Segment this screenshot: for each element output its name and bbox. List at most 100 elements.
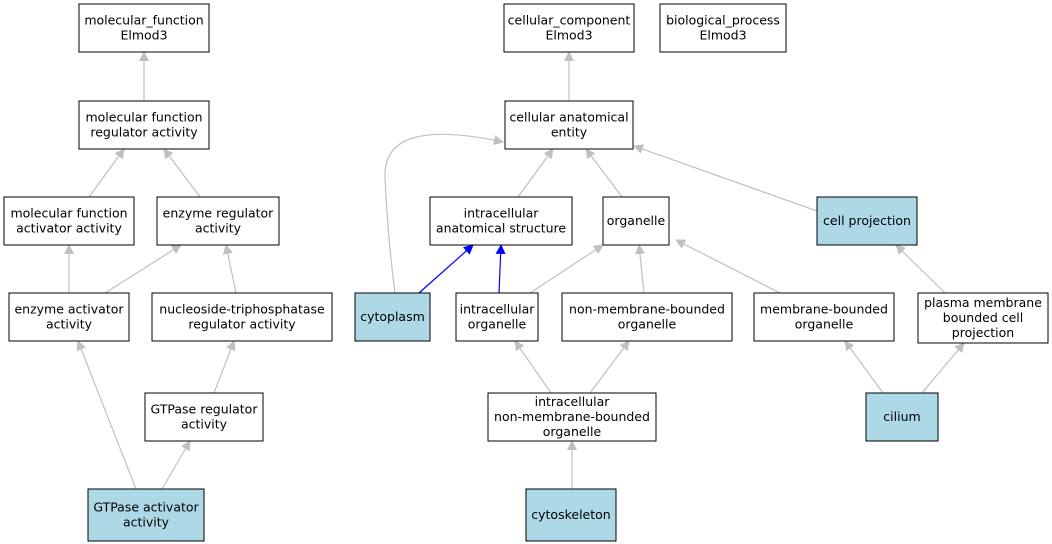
node-label-line: intracellular — [535, 394, 611, 409]
node-box — [429, 196, 573, 246]
node-label-line: nucleoside-triphosphatase — [159, 302, 325, 317]
edge-gtpase_reg-to-ntp_regulator — [213, 340, 236, 394]
node-label-line: Elmod3 — [545, 28, 592, 43]
edge-intra_nonmem-to-nonmem_org — [589, 340, 630, 394]
node-cytoplasm[interactable]: cytoplasm — [354, 292, 431, 342]
node-label-line: organelle — [795, 317, 854, 332]
node-label-line: non-membrane-bounded — [569, 302, 725, 317]
node-box — [504, 100, 634, 150]
node-label-line: activity — [181, 417, 228, 432]
node-label-line: GTPase regulator — [151, 402, 259, 417]
node-label-line: molecular function — [85, 110, 202, 125]
node-label-line: organelle — [543, 424, 602, 439]
node-box — [917, 292, 1049, 344]
node-label-line: intracellular — [464, 206, 540, 221]
node-label-line: molecular function — [10, 206, 127, 221]
node-box — [753, 292, 895, 342]
edge-intra_nonmem-to-intra_org — [514, 340, 552, 394]
edge-pm_proj-to-cell_proj — [895, 244, 946, 294]
node-label-line: cellular_component — [508, 13, 631, 28]
edge-cell_proj-to-cell_anat — [633, 144, 818, 212]
node-label-line: enzyme activator — [14, 302, 124, 317]
node-box — [487, 392, 657, 442]
node-label-line: projection — [952, 325, 1014, 340]
node-label-line: activity — [195, 221, 242, 236]
node-box — [503, 3, 635, 53]
edge-cilium-to-mem_org — [844, 340, 884, 394]
node-label-line: GTPase activator — [93, 500, 199, 515]
node-box — [78, 3, 210, 53]
edge-line — [495, 244, 506, 294]
node-label-line: entity — [551, 125, 588, 140]
edge-line — [222, 244, 237, 294]
edge-enz_regulator-to-mf_regulator — [163, 148, 201, 198]
edge-cytoplasm-to-cell_anat — [384, 133, 504, 294]
node-box — [455, 292, 539, 342]
node-intra-nonmem[interactable]: intracellularnon-membrane-boundedorganel… — [487, 392, 657, 442]
node-box — [602, 196, 670, 246]
node-cytoskeleton[interactable]: cytoskeleton — [525, 488, 617, 542]
node-label-line: cellular anatomical — [509, 110, 628, 125]
edge-line — [517, 148, 554, 198]
edge-line — [633, 144, 818, 212]
node-label-line: biological_process — [666, 13, 780, 28]
edge-ntp_regulator-to-enz_regulator — [222, 244, 237, 294]
node-box — [78, 100, 210, 150]
node-label-line: organelle — [618, 317, 677, 332]
edge-organelle-to-cell_anat — [585, 148, 623, 198]
node-cell-proj[interactable]: cell projection — [816, 196, 918, 246]
node-label-line: regulator activity — [188, 317, 296, 332]
node-label-line: non-membrane-bounded — [494, 409, 650, 424]
edge-gtpase_act-to-gtpase_reg — [161, 440, 191, 490]
node-box — [865, 392, 939, 442]
node-label-line: bounded cell — [943, 310, 1023, 325]
edge-mem_org-to-organelle — [675, 239, 781, 294]
edge-line — [634, 244, 645, 294]
edge-cilium-to-pm_proj — [921, 342, 965, 394]
node-label-line: anatomical structure — [436, 221, 566, 236]
edge-intra_anat-to-cell_anat — [517, 148, 554, 198]
edge-line — [88, 148, 125, 198]
edge-line — [921, 342, 965, 394]
edge-line — [585, 148, 623, 198]
edge-line — [844, 340, 884, 394]
node-label-line: organelle — [607, 213, 666, 228]
edge-intra_org-to-organelle — [529, 244, 604, 294]
edge-line — [514, 340, 552, 394]
node-label-line: cell projection — [823, 213, 911, 228]
node-label-line: organelle — [468, 317, 527, 332]
node-label-line: cilium — [883, 409, 920, 424]
node-label-line: activity — [123, 515, 170, 530]
edge-intra_org-to-intra_anat — [495, 244, 506, 294]
node-box — [354, 292, 431, 342]
node-label-line: intracellular — [460, 302, 536, 317]
node-box — [151, 292, 333, 342]
edge-line — [384, 133, 504, 294]
node-box — [816, 196, 918, 246]
node-cilium[interactable]: cilium — [865, 392, 939, 442]
edge-cytoplasm-to-intra_anat — [418, 244, 474, 294]
node-organelle[interactable]: organelle — [602, 196, 670, 246]
edge-line — [529, 244, 604, 294]
edge-line — [895, 244, 946, 294]
edge-gtpase_act-to-enz_activator — [76, 340, 137, 490]
node-label-line: Elmod3 — [699, 28, 746, 43]
